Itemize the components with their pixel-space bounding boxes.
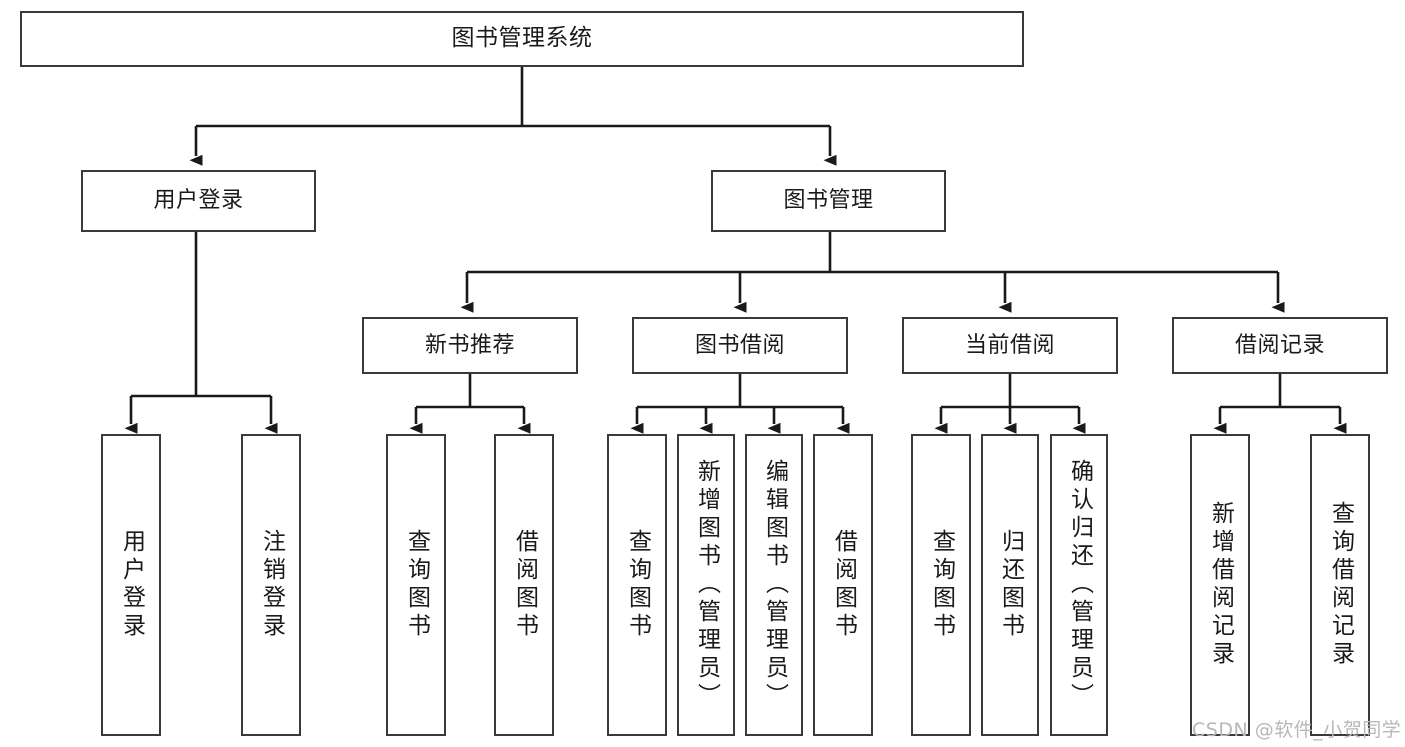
node-label: 借阅记录 [1234, 332, 1325, 358]
node-label: 确认归还（管理员） [1066, 459, 1093, 711]
node-current-borrowing[interactable]: 当前借阅 [902, 317, 1118, 374]
node-label: 注销登录 [258, 529, 285, 641]
node-book-management[interactable]: 图书管理 [711, 170, 946, 232]
node-new-book-recommendation[interactable]: 新书推荐 [362, 317, 578, 374]
node-leaf-borrow-book-recommendation[interactable]: 借阅图书 [494, 434, 554, 736]
watermark-text: CSDN @软件_小贺同学 [1192, 719, 1402, 741]
node-leaf-user-logout[interactable]: 注销登录 [241, 434, 301, 736]
node-leaf-query-book-current[interactable]: 查询图书 [911, 434, 971, 736]
node-label: 当前借阅 [964, 332, 1055, 358]
node-book-borrowing[interactable]: 图书借阅 [632, 317, 848, 374]
node-label: 新增图书（管理员） [693, 459, 720, 711]
node-label: 新增借阅记录 [1207, 501, 1234, 669]
node-label: 用户登录 [153, 188, 244, 214]
node-label: 用户登录 [118, 529, 145, 641]
node-label: 借阅图书 [830, 529, 857, 641]
node-leaf-confirm-return[interactable]: 确认归还（管理员） [1050, 434, 1108, 736]
node-leaf-add-book[interactable]: 新增图书（管理员） [677, 434, 735, 736]
node-label: 归还图书 [997, 529, 1024, 641]
node-leaf-user-login[interactable]: 用户登录 [101, 434, 161, 736]
node-leaf-return-book[interactable]: 归还图书 [981, 434, 1039, 736]
node-leaf-query-book-recommendation[interactable]: 查询图书 [386, 434, 446, 736]
node-borrowing-record[interactable]: 借阅记录 [1172, 317, 1388, 374]
node-label: 新书推荐 [424, 332, 515, 358]
node-label: 查询借阅记录 [1327, 501, 1354, 669]
node-leaf-edit-book[interactable]: 编辑图书（管理员） [745, 434, 803, 736]
node-label: 图书管理 [783, 188, 874, 214]
node-root-book-management-system[interactable]: 图书管理系统 [20, 11, 1024, 67]
node-user-login[interactable]: 用户登录 [81, 170, 316, 232]
node-label: 借阅图书 [511, 529, 538, 641]
node-label: 图书管理系统 [451, 25, 593, 52]
node-leaf-query-borrow-record[interactable]: 查询借阅记录 [1310, 434, 1370, 736]
node-label: 查询图书 [928, 529, 955, 641]
node-label: 图书借阅 [694, 332, 785, 358]
node-leaf-query-book-borrowing[interactable]: 查询图书 [607, 434, 667, 736]
node-label: 查询图书 [624, 529, 651, 641]
node-label: 编辑图书（管理员） [761, 459, 788, 711]
node-leaf-add-borrow-record[interactable]: 新增借阅记录 [1190, 434, 1250, 736]
node-leaf-borrow-book[interactable]: 借阅图书 [813, 434, 873, 736]
node-label: 查询图书 [403, 529, 430, 641]
